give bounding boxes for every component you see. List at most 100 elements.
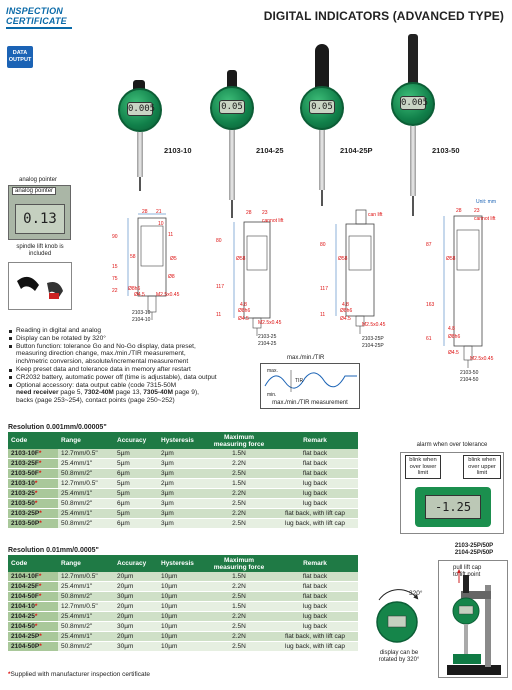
- knob-caption-line2: included: [28, 251, 52, 257]
- analog-pointer-closeup: analog pointer 0.13: [8, 185, 71, 240]
- upper-limit-callout: blink when over upper limit: [463, 455, 501, 479]
- badge-line2: OUTPUT: [8, 57, 32, 63]
- drawing-code: 2104-25: [258, 341, 277, 347]
- drawing-code: 2104-25P: [362, 343, 384, 349]
- col-accuracy: Accuracy: [114, 555, 158, 572]
- dim-o8h6: Ø8h6: [238, 308, 250, 314]
- stand-caption-line1: pull lift cap: [453, 565, 482, 571]
- dim-163: 163: [426, 302, 435, 308]
- indicator-cap: [133, 80, 145, 90]
- indicator-display: 0.005: [400, 96, 429, 110]
- indicator-tip: [139, 177, 141, 191]
- feature-list: Reading in digital and analog Display ca…: [8, 327, 368, 405]
- dim-o8h6: Ø8h6: [128, 286, 140, 292]
- feature-item: backs (page 253~254), contact points (pa…: [16, 397, 175, 405]
- indicator-display: 0.005: [127, 102, 156, 116]
- dim-11: 11: [320, 312, 325, 318]
- tir-diagram: max. min. TIR max./min./TIR measurement: [260, 363, 360, 409]
- dim-90: 90: [112, 234, 118, 240]
- logo-underline: [6, 27, 72, 29]
- dim-28: 28: [456, 208, 462, 214]
- feature-item-receiver: need receiver page 5, 7302-40M page 13, …: [16, 389, 199, 397]
- drawing-code: 2103-25P: [362, 336, 384, 342]
- table2-title: Resolution 0.01mm/0.0005": [8, 547, 99, 554]
- dim-61: 61: [426, 336, 432, 342]
- dim-11: 11: [168, 232, 173, 238]
- indicator-display: 0.05: [309, 100, 335, 114]
- alarm-display-value: -1.25: [425, 495, 481, 519]
- col-remark: Remark: [272, 555, 358, 572]
- feature-item: Keep preset data and tolerance data in m…: [8, 366, 368, 374]
- stand-codes: 2103-25P/50P 2104-25P/50P: [440, 543, 508, 557]
- col-hysteresis: Hysteresis: [158, 555, 206, 572]
- drawing-code: 2103-25: [258, 334, 277, 340]
- dim-117: 117: [216, 284, 224, 290]
- dim-o45: Ø4.5: [340, 316, 351, 322]
- tir-max-label: max.: [267, 368, 278, 374]
- indicator-display: 0.05: [219, 100, 245, 114]
- dim-80: 80: [216, 238, 222, 244]
- dim-o58: Ø58: [236, 256, 246, 262]
- product-code-label: 2103-10: [164, 146, 192, 155]
- drawing-code: 2104-10: [132, 317, 151, 323]
- feature-item: Reading in digital and analog: [8, 327, 368, 335]
- indicator-stem: [229, 130, 235, 200]
- knob-caption-line1: spindle lift knob is: [16, 244, 64, 250]
- feature-item: measuring direction change, max./min./TI…: [16, 350, 186, 358]
- dim-m25: M2.5x0.45: [362, 322, 386, 328]
- dim-58: 58: [130, 254, 136, 260]
- feature-item: Optional accessory: data output cable (c…: [8, 382, 368, 390]
- knob-caption: spindle lift knob is included: [6, 244, 74, 258]
- col-remark: Remark: [272, 432, 358, 449]
- cannot-lift-label: cannot lift: [474, 216, 496, 222]
- indicator-cap: [408, 34, 418, 84]
- dim-o58: Ø58: [446, 256, 456, 262]
- tir-title: max./min./TIR: [287, 355, 325, 361]
- col-code: Code: [8, 555, 58, 572]
- tir-min-label: min.: [267, 392, 276, 398]
- dim-80: 80: [320, 242, 326, 248]
- lift-cap: [315, 44, 329, 88]
- dim-87: 87: [426, 242, 432, 248]
- dim-o45: Ø4.5: [134, 292, 145, 298]
- dim-m25: M2.5x0.45: [470, 356, 494, 362]
- product-code-label: 2103-50: [432, 146, 460, 155]
- dim-o8h6: Ø8h6: [448, 334, 460, 340]
- indicator-photo-2104-25: 0.05 2104-25: [210, 70, 300, 240]
- cannot-lift-label: cannot lift: [262, 218, 284, 224]
- logo-line1: INSPECTION: [6, 6, 64, 16]
- dim-22: 22: [112, 288, 118, 294]
- rotate-angle-label: 320°: [409, 590, 423, 597]
- tir-caption: max./min./TIR measurement: [272, 400, 348, 406]
- alarm-title: alarm when over tolerance: [416, 442, 488, 448]
- analog-pointer-title: analog pointer: [18, 177, 58, 183]
- product-code-label: 2104-25: [256, 146, 284, 155]
- feature-item: inch/metric conversion, absolute/increme…: [16, 358, 189, 366]
- page-title: DIGITAL INDICATORS (ADVANCED TYPE): [263, 9, 504, 23]
- drawing-code: 2103-50: [460, 370, 479, 376]
- drawing-code: 2104-50: [460, 377, 479, 383]
- footnote: *Supplied with manufacturer inspection c…: [8, 671, 150, 678]
- lift-cap-stand-photo: pull lift cap to lift point: [438, 560, 508, 678]
- col-force: Maximum measuring force: [206, 555, 272, 572]
- stand-code-line2: 2104-25P/50P: [454, 550, 494, 556]
- rotate-caption: display can be rotated by 320°: [369, 650, 429, 663]
- dim-m25: M2.5x0.45: [156, 292, 180, 298]
- logo-line2: CERTIFICATE: [6, 16, 67, 26]
- can-lift-label: can lift: [368, 212, 383, 218]
- unit-label: Unit: mm: [476, 199, 496, 205]
- drawing-2103-50: 28 23 cannot lift 87 Ø58 163 4.8 61 Ø8h6…: [420, 206, 506, 384]
- table-header-row: Code Range Accuracy Hysteresis Maximum m…: [8, 432, 358, 449]
- spec-table-001: Code Range Accuracy Hysteresis Maximum m…: [8, 555, 358, 653]
- analog-display-value: 0.13: [15, 204, 65, 234]
